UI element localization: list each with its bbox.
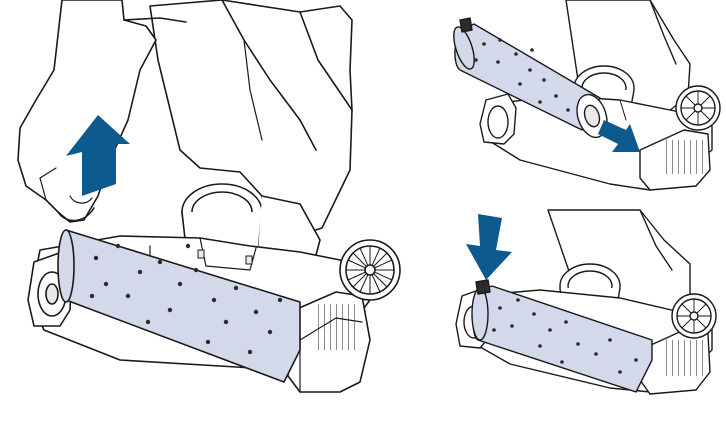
roller-icon [453, 17, 608, 139]
wheel-icon [675, 85, 721, 131]
arrow-icon [66, 115, 130, 196]
arrow-icon [466, 214, 512, 280]
wheel-icon [671, 293, 717, 339]
roller-icon [57, 229, 301, 383]
panel-bottom-right [455, 209, 717, 395]
roller-icon [471, 279, 653, 393]
wheel-icon [339, 239, 401, 301]
panel-main [17, 0, 401, 393]
panel-top-right [453, 0, 721, 191]
hand-icon [17, 0, 187, 223]
arrow-icon [598, 120, 640, 152]
